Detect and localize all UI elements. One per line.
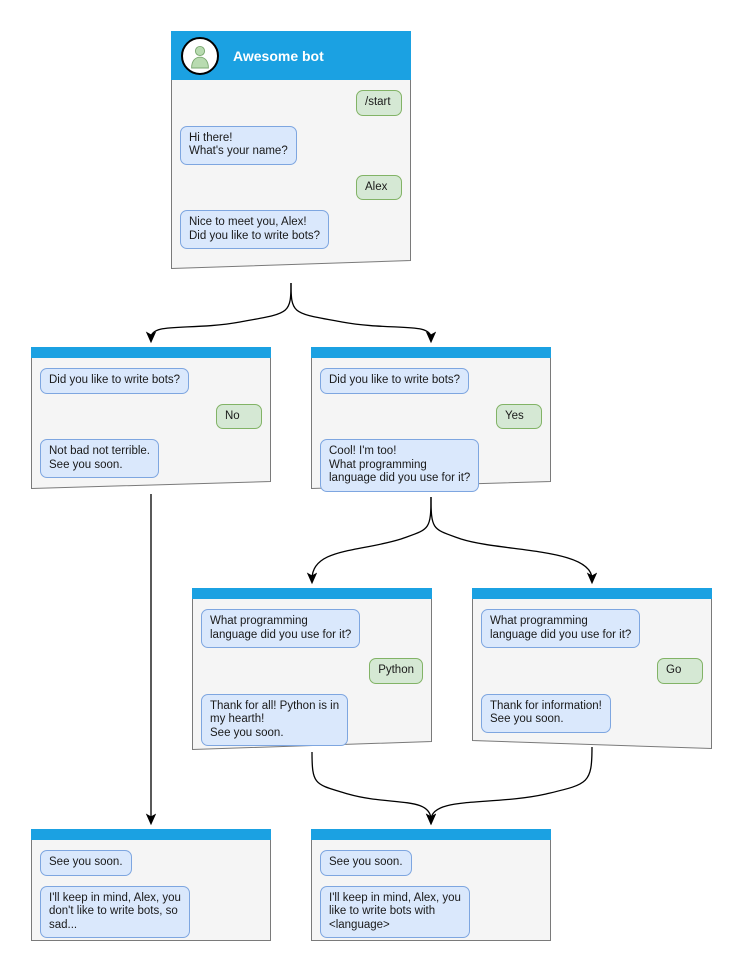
edge-root-to-no bbox=[145, 282, 292, 344]
chat-body: See you soon. I'll keep in mind, Alex, y… bbox=[311, 840, 551, 950]
message-row: Go bbox=[481, 658, 703, 684]
message-row: Yes bbox=[320, 403, 542, 429]
edge-python-to-happy bbox=[311, 751, 437, 826]
node-content: See you soon. I'll keep in mind, Alex, y… bbox=[31, 829, 271, 950]
bot-message-bubble[interactable]: I'll keep in mind, Alex, you don't like … bbox=[40, 885, 190, 938]
chat-body: See you soon. I'll keep in mind, Alex, y… bbox=[31, 840, 271, 950]
message-row: Cool! I'm too! What programming language… bbox=[320, 439, 542, 492]
user-message-bubble[interactable]: No bbox=[216, 403, 262, 429]
message-row: Thank for information! See you soon. bbox=[481, 693, 703, 733]
chat-body: /start Hi there! What's your name? Alex … bbox=[171, 80, 411, 261]
message-row: Nice to meet you, Alex! Did you like to … bbox=[180, 210, 402, 249]
user-message-bubble[interactable]: Yes bbox=[496, 403, 542, 429]
message-row: Did you like to write bots? bbox=[320, 368, 542, 394]
chat-body: What programming language did you use fo… bbox=[192, 599, 432, 758]
node-content: Awesome bot /start Hi there! What's your… bbox=[171, 31, 411, 261]
message-row: See you soon. bbox=[320, 850, 542, 876]
bot-message-bubble[interactable]: Hi there! What's your name? bbox=[180, 125, 297, 165]
bot-message-bubble[interactable]: See you soon. bbox=[320, 850, 412, 876]
message-row: Thank for all! Python is in my hearth! S… bbox=[201, 693, 423, 746]
user-avatar-icon bbox=[181, 36, 219, 75]
node-titlebar bbox=[192, 588, 432, 599]
chat-node-no[interactable]: Did you like to write bots? No Not bad n… bbox=[31, 347, 271, 489]
message-row: See you soon. bbox=[40, 850, 262, 876]
message-row: No bbox=[40, 403, 262, 429]
bot-message-bubble[interactable]: See you soon. bbox=[40, 850, 132, 876]
node-titlebar bbox=[31, 347, 271, 358]
bot-message-bubble[interactable]: Thank for information! See you soon. bbox=[481, 693, 611, 733]
bot-message-bubble[interactable]: Thank for all! Python is in my hearth! S… bbox=[201, 693, 349, 746]
message-row: Python bbox=[201, 658, 423, 684]
chat-body: What programming language did you use fo… bbox=[472, 599, 712, 745]
bot-message-bubble[interactable]: I'll keep in mind, Alex, you like to wri… bbox=[320, 885, 470, 938]
message-row: /start bbox=[180, 90, 402, 116]
edge-yes-to-go bbox=[430, 496, 598, 585]
user-message-bubble[interactable]: /start bbox=[356, 90, 402, 116]
chat-node-sad-ending[interactable]: See you soon. I'll keep in mind, Alex, y… bbox=[31, 829, 271, 941]
bot-message-bubble[interactable]: Did you like to write bots? bbox=[40, 368, 190, 394]
chat-node-go[interactable]: What programming language did you use fo… bbox=[472, 588, 712, 750]
node-titlebar bbox=[311, 347, 551, 358]
node-content: What programming language did you use fo… bbox=[472, 588, 712, 745]
chat-node-root[interactable]: Awesome bot /start Hi there! What's your… bbox=[171, 31, 411, 269]
node-titlebar bbox=[31, 829, 271, 840]
chat-body: Did you like to write bots? No Not bad n… bbox=[31, 358, 271, 490]
node-content: Did you like to write bots? Yes Cool! I'… bbox=[311, 347, 551, 504]
message-row: What programming language did you use fo… bbox=[481, 609, 703, 648]
message-row: I'll keep in mind, Alex, you like to wri… bbox=[320, 885, 542, 938]
edge-yes-to-python bbox=[306, 496, 432, 585]
node-titlebar bbox=[472, 588, 712, 599]
chat-node-yes[interactable]: Did you like to write bots? Yes Cool! I'… bbox=[311, 347, 551, 492]
message-row: I'll keep in mind, Alex, you don't like … bbox=[40, 885, 262, 938]
node-titlebar bbox=[311, 829, 551, 840]
bot-message-bubble[interactable]: What programming language did you use fo… bbox=[481, 609, 641, 648]
chat-node-happy-ending[interactable]: See you soon. I'll keep in mind, Alex, y… bbox=[311, 829, 551, 941]
node-content: See you soon. I'll keep in mind, Alex, y… bbox=[311, 829, 551, 950]
message-row: Did you like to write bots? bbox=[40, 368, 262, 394]
message-row: Hi there! What's your name? bbox=[180, 125, 402, 165]
message-row: What programming language did you use fo… bbox=[201, 609, 423, 648]
node-content: What programming language did you use fo… bbox=[192, 588, 432, 758]
bot-message-bubble[interactable]: Did you like to write bots? bbox=[320, 368, 470, 394]
edge-go-to-happy bbox=[425, 746, 593, 826]
bot-message-bubble[interactable]: Cool! I'm too! What programming language… bbox=[320, 439, 480, 492]
node-titlebar: Awesome bot bbox=[171, 31, 411, 80]
user-message-bubble[interactable]: Go bbox=[657, 658, 703, 684]
bot-message-bubble[interactable]: Not bad not terrible. See you soon. bbox=[40, 439, 160, 478]
edge-root-to-yes bbox=[290, 282, 437, 344]
message-row: Alex bbox=[180, 174, 402, 200]
bot-message-bubble[interactable]: What programming language did you use fo… bbox=[201, 609, 361, 648]
chat-node-python[interactable]: What programming language did you use fo… bbox=[192, 588, 432, 750]
node-content: Did you like to write bots? No Not bad n… bbox=[31, 347, 271, 490]
bot-message-bubble[interactable]: Nice to meet you, Alex! Did you like to … bbox=[180, 210, 330, 249]
bot-name-label: Awesome bot bbox=[233, 47, 324, 64]
chat-body: Did you like to write bots? Yes Cool! I'… bbox=[311, 358, 551, 504]
user-message-bubble[interactable]: Python bbox=[369, 658, 423, 684]
message-row: Not bad not terrible. See you soon. bbox=[40, 439, 262, 478]
user-message-bubble[interactable]: Alex bbox=[356, 174, 402, 200]
